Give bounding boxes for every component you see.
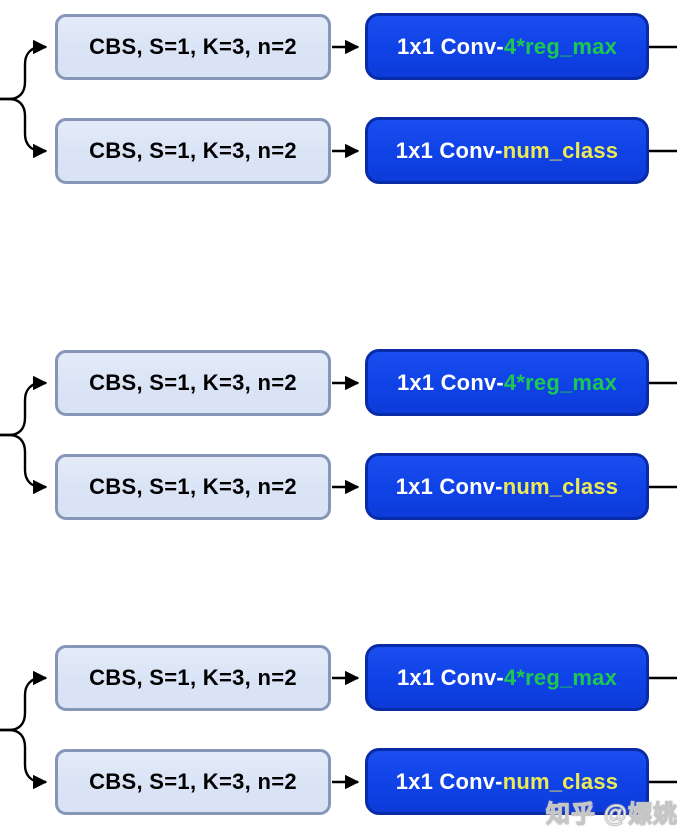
conv-label-prefix: 1x1 Conv- — [396, 369, 504, 395]
detect-head-group-1: CBS, S=1, K=3, n=2 CBS, S=1, K=3, n=2 1x… — [0, 0, 677, 206]
cbs-block: CBS, S=1, K=3, n=2 — [55, 14, 331, 80]
conv-label-suffix: 4*reg_max — [503, 369, 618, 395]
conv-label-suffix: num_class — [502, 137, 619, 163]
connector-wires — [0, 375, 677, 495]
conv-cls-block: 1x1 Conv-num_class — [365, 117, 649, 184]
cbs-label: CBS, S=1, K=3, n=2 — [89, 769, 297, 794]
conv-label-suffix: num_class — [502, 473, 619, 499]
cbs-label: CBS, S=1, K=3, n=2 — [89, 665, 297, 690]
conv-label-prefix: 1x1 Conv- — [396, 33, 504, 59]
cbs-label: CBS, S=1, K=3, n=2 — [89, 370, 297, 395]
input-branch-upper — [0, 670, 48, 732]
cbs-block: CBS, S=1, K=3, n=2 — [55, 454, 331, 520]
conv-cls-block: 1x1 Conv-num_class — [365, 748, 649, 815]
conv-label-prefix: 1x1 Conv- — [396, 664, 504, 690]
input-branch-lower — [0, 728, 48, 790]
conv-reg-block: 1x1 Conv-4*reg_max — [365, 13, 649, 80]
conv-label-suffix: 4*reg_max — [503, 33, 618, 59]
cbs-block: CBS, S=1, K=3, n=2 — [55, 749, 331, 815]
detect-head-group-3: CBS, S=1, K=3, n=2 CBS, S=1, K=3, n=2 1x… — [0, 631, 677, 837]
conv-label-suffix: num_class — [502, 768, 619, 794]
connector-wires — [0, 39, 677, 159]
conv-label-prefix: 1x1 Conv- — [395, 768, 503, 794]
input-branch-lower — [0, 433, 48, 495]
detect-head-group-2: CBS, S=1, K=3, n=2 CBS, S=1, K=3, n=2 1x… — [0, 336, 677, 542]
conv-reg-block: 1x1 Conv-4*reg_max — [365, 349, 649, 416]
cbs-label: CBS, S=1, K=3, n=2 — [89, 474, 297, 499]
cbs-label: CBS, S=1, K=3, n=2 — [89, 138, 297, 163]
conv-label-prefix: 1x1 Conv- — [395, 473, 503, 499]
zhihu-watermark: 知乎 @嫖姚 — [545, 800, 677, 828]
conv-label-suffix: 4*reg_max — [503, 664, 618, 690]
connector-wires — [0, 670, 677, 790]
conv-reg-block: 1x1 Conv-4*reg_max — [365, 644, 649, 711]
conv-cls-block: 1x1 Conv-num_class — [365, 453, 649, 520]
cbs-label: CBS, S=1, K=3, n=2 — [89, 34, 297, 59]
cbs-block: CBS, S=1, K=3, n=2 — [55, 645, 331, 711]
input-branch-upper — [0, 39, 48, 101]
conv-label-prefix: 1x1 Conv- — [395, 137, 503, 163]
cbs-block: CBS, S=1, K=3, n=2 — [55, 118, 331, 184]
input-branch-upper — [0, 375, 48, 437]
cbs-block: CBS, S=1, K=3, n=2 — [55, 350, 331, 416]
input-branch-lower — [0, 97, 48, 159]
